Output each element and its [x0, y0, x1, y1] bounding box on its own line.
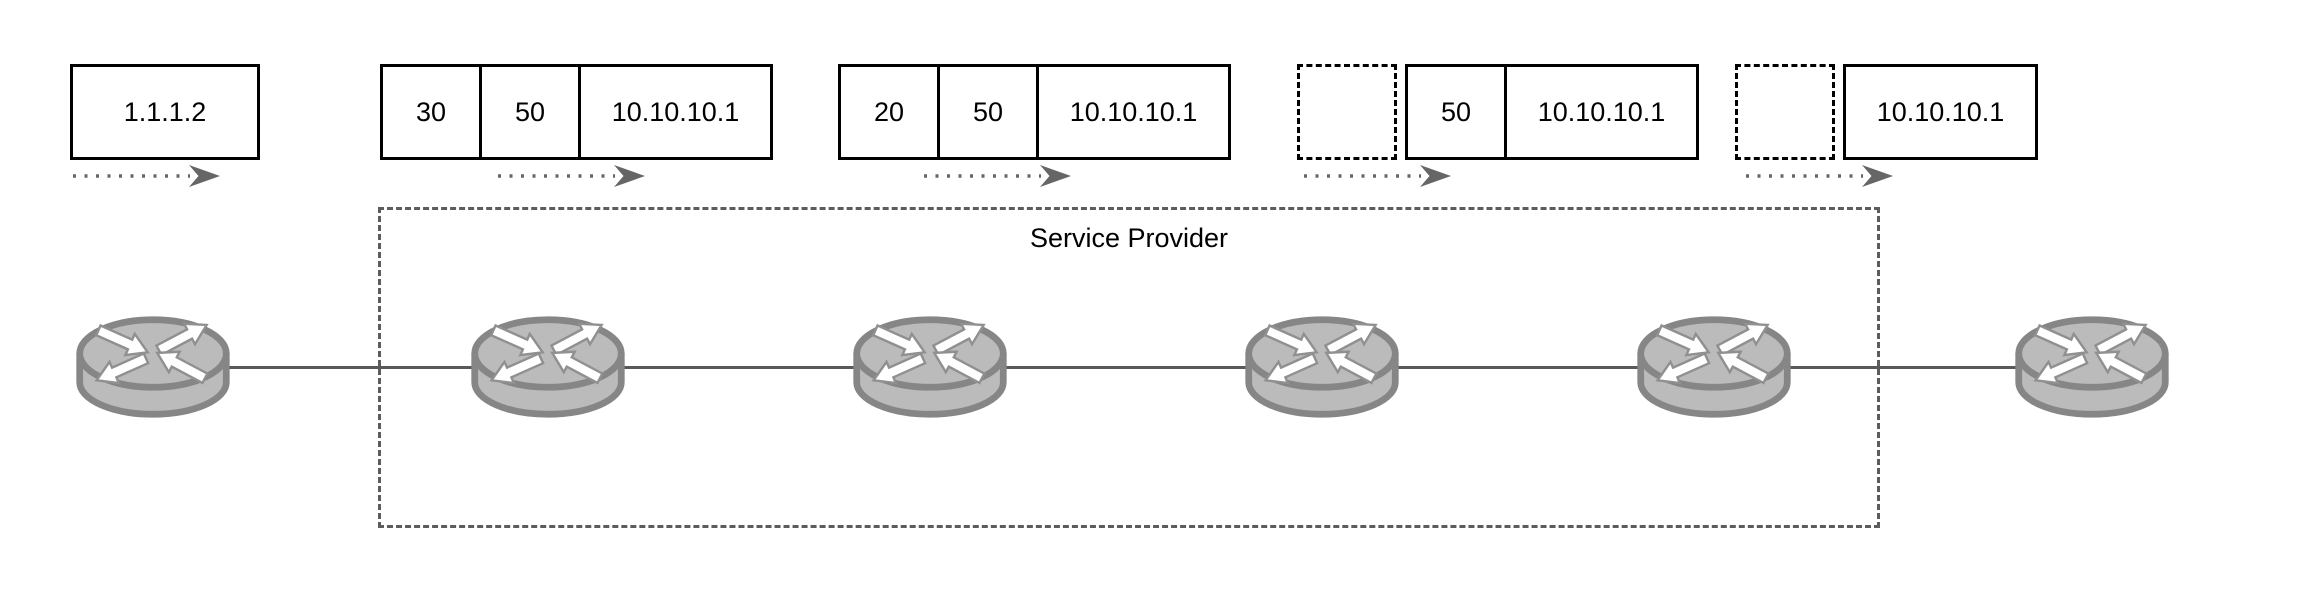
- mpls-label-cell: 50: [937, 64, 1039, 160]
- router-icon: [2011, 313, 2173, 421]
- flow-arrow-icon: [1302, 163, 1453, 189]
- router-icon: [1241, 313, 1403, 421]
- ip-header-cell: 10.10.10.1: [1843, 64, 2038, 160]
- ip-header-cell: 10.10.10.1: [1036, 64, 1231, 160]
- router-icon: [72, 313, 234, 421]
- ip-header-cell: 10.10.10.1: [1504, 64, 1699, 160]
- mpls-label-cell: 30: [380, 64, 482, 160]
- ip-header-cell: 10.10.10.1: [578, 64, 773, 160]
- router-icon: [849, 313, 1011, 421]
- ip-header-cell: 1.1.1.2: [70, 64, 260, 160]
- flow-arrow-icon: [1744, 163, 1895, 189]
- flow-arrow-icon: [496, 163, 647, 189]
- packet-group: 10.10.10.1: [1735, 64, 2038, 160]
- popped-label-cell: [1735, 64, 1835, 160]
- flow-arrow-icon: [71, 163, 222, 189]
- flow-arrow-icon: [922, 163, 1073, 189]
- mpls-label-cell: 50: [479, 64, 581, 160]
- service-provider-label: Service Provider: [1029, 223, 1229, 253]
- mpls-label-cell: 20: [838, 64, 940, 160]
- packet-group: 1.1.1.2: [70, 64, 260, 160]
- popped-label-cell: [1297, 64, 1397, 160]
- router-icon: [1633, 313, 1795, 421]
- network-link-line: [153, 366, 2092, 369]
- router-icon: [467, 313, 629, 421]
- mpls-label-cell: 50: [1405, 64, 1507, 160]
